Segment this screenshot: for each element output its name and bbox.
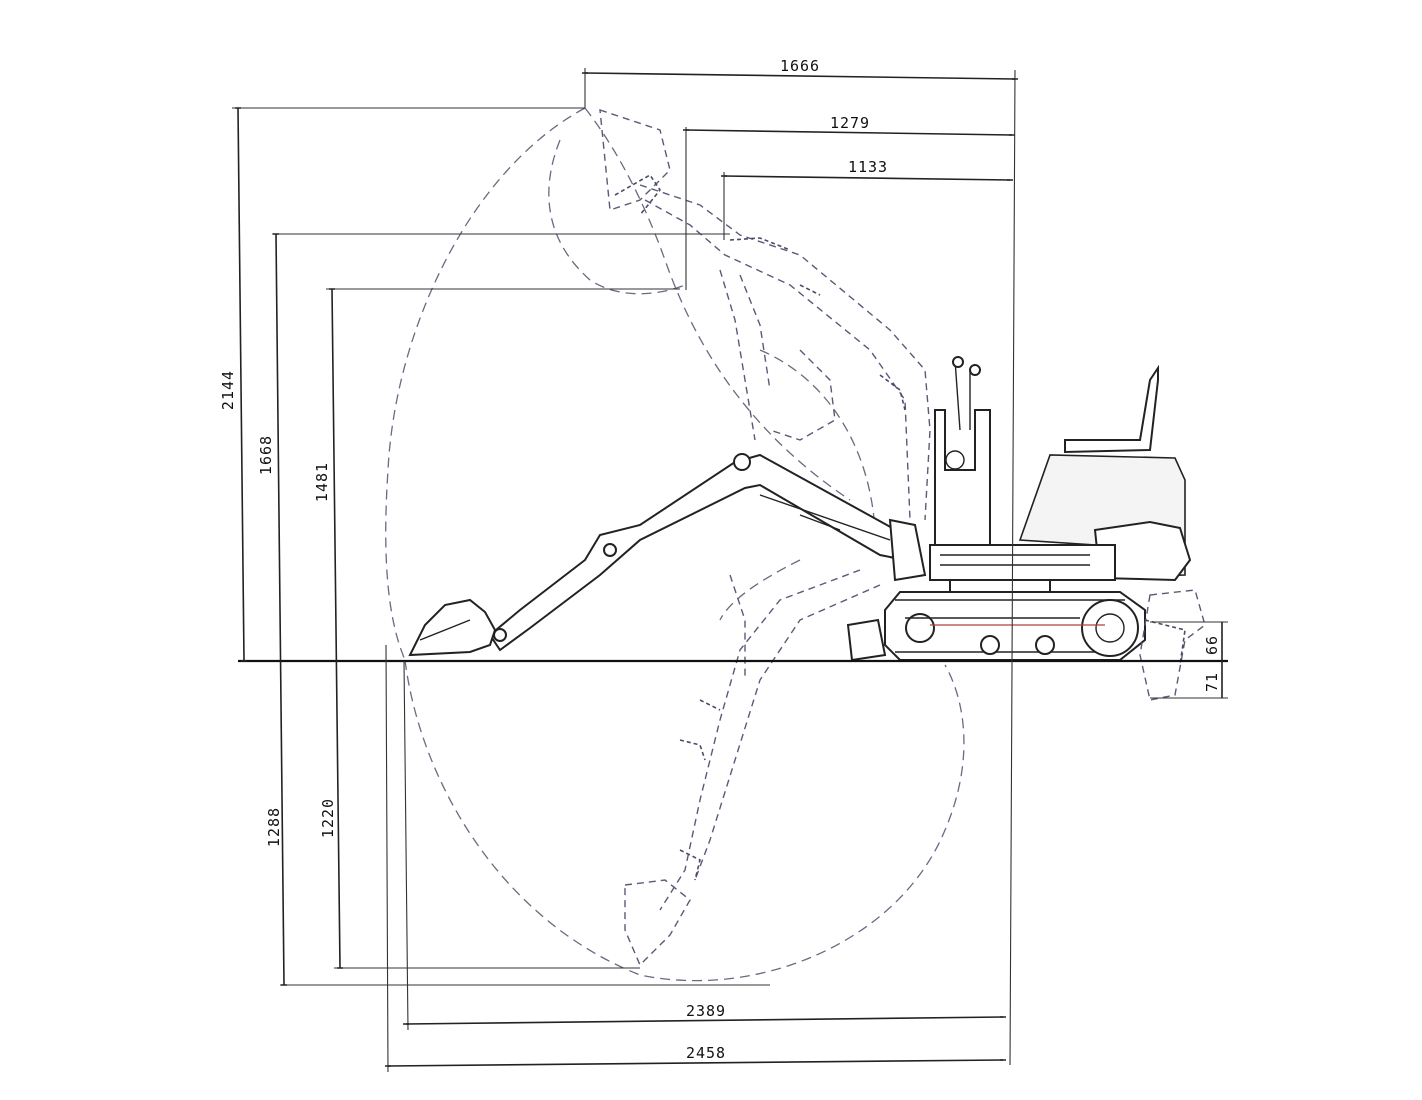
dim-label-1666: 1666 <box>780 57 820 75</box>
dim-label-71: 71 <box>1203 672 1221 692</box>
excavator-body <box>888 356 1192 593</box>
dim-label-1133: 1133 <box>848 158 888 176</box>
dimension-labels: 1666 1279 1133 2389 2458 2144 1668 1481 … <box>219 57 1221 1062</box>
dim-label-2458: 2458 <box>686 1044 726 1062</box>
dim-label-2389: 2389 <box>686 1002 726 1020</box>
dim-label-2144: 2144 <box>219 370 237 410</box>
ghost-arm-lowered <box>624 569 881 967</box>
dim-label-1279: 1279 <box>830 114 870 132</box>
main-arm <box>408 453 906 657</box>
dim-label-1288: 1288 <box>265 807 283 847</box>
dim-label-1481: 1481 <box>313 462 331 502</box>
dim-label-1220: 1220 <box>319 798 337 838</box>
ghost-arm-raised <box>599 108 931 521</box>
dimension-lines <box>235 72 1223 1067</box>
dim-label-66: 66 <box>1203 635 1221 655</box>
undercarriage <box>846 589 1206 701</box>
working-envelope <box>385 107 965 982</box>
dim-label-1668: 1668 <box>257 435 275 475</box>
extension-lines <box>232 68 1228 1073</box>
